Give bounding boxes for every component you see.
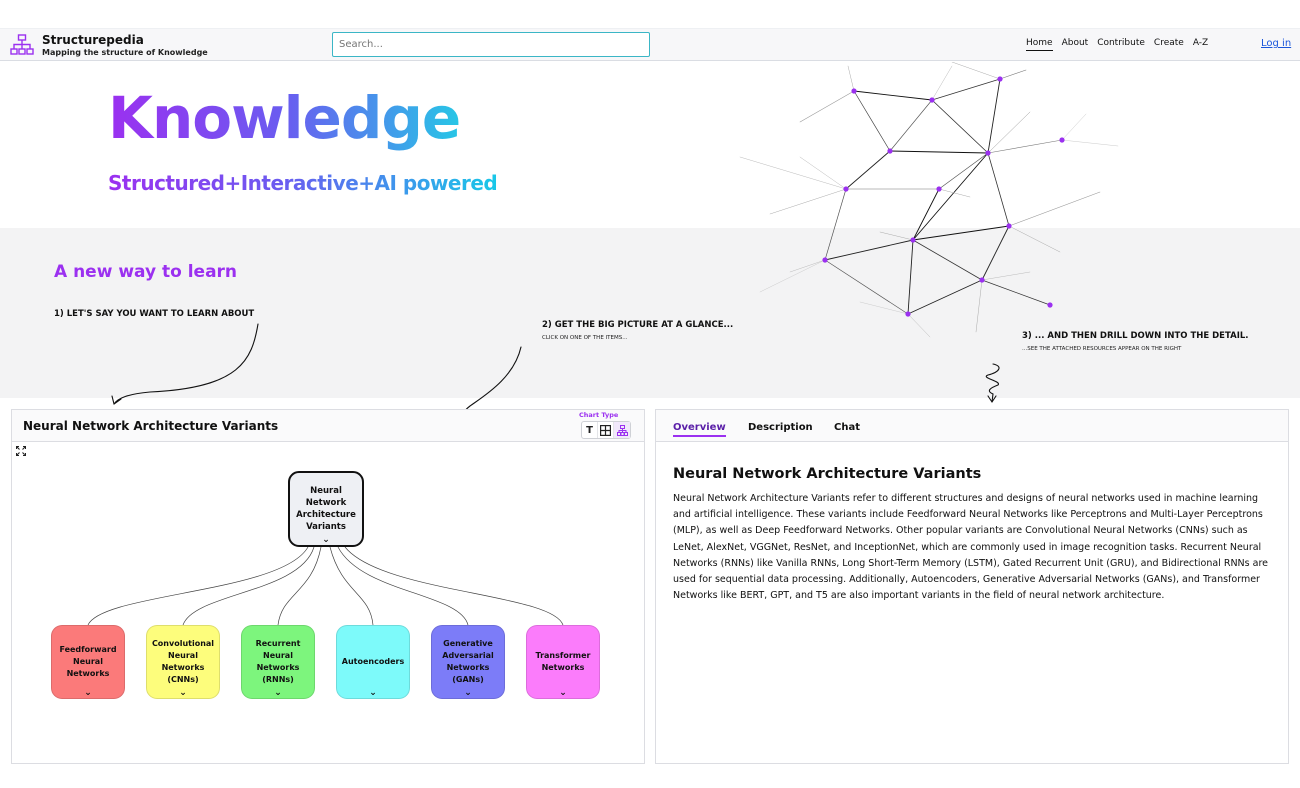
sitemap-logo-icon[interactable] <box>10 34 34 56</box>
nav-about[interactable]: About <box>1061 38 1089 48</box>
hero-title: Knowledge <box>108 84 461 152</box>
tree-root-node[interactable]: Neural Network Architecture Variants ⌄ <box>288 471 364 547</box>
detail-panel: Overview Description Chat Neural Network… <box>655 409 1289 764</box>
step-3-subtext: ...SEE THE ATTACHED RESOURCES APPEAR ON … <box>1022 346 1182 352</box>
node-label: Convolutional Neural Networks (CNNs) <box>151 639 215 684</box>
tree-node-cnn[interactable]: Convolutional Neural Networks (CNNs) ⌄ <box>146 625 220 699</box>
nav-a-z[interactable]: A-Z <box>1192 38 1209 48</box>
hero-subtitle: Structured+Interactive+AI powered <box>108 171 498 195</box>
step-2-subtext: CLICK ON ONE OF THE ITEMS... <box>542 335 628 341</box>
step-3-text: 3) ... AND THEN DRILL DOWN INTO THE DETA… <box>1022 331 1249 341</box>
brand-name[interactable]: Structurepedia <box>42 33 144 47</box>
top-navbar: Structurepedia Mapping the structure of … <box>0 28 1300 61</box>
node-label: Recurrent Neural Networks (RNNs) <box>255 639 301 684</box>
chevron-down-icon: ⌄ <box>322 535 330 545</box>
tab-description[interactable]: Description <box>748 422 813 433</box>
chart-type-label: Chart Type <box>579 411 619 419</box>
tab-overview[interactable]: Overview <box>673 422 726 437</box>
detail-tabs: Overview Description Chat <box>656 410 1288 442</box>
chart-type-text-button[interactable]: T <box>582 422 598 438</box>
node-label: Autoencoders <box>341 657 405 666</box>
tab-chat[interactable]: Chat <box>834 422 860 433</box>
expand-icon[interactable] <box>16 446 26 456</box>
node-label: Feedforward Neural Networks <box>59 645 117 678</box>
chart-type-grid-button[interactable] <box>598 422 614 438</box>
chevron-down-icon: ⌄ <box>464 688 472 698</box>
chevron-down-icon: ⌄ <box>179 688 187 698</box>
chevron-down-icon: ⌄ <box>274 688 282 698</box>
login-link[interactable]: Log in <box>1261 38 1292 49</box>
detail-title: Neural Network Architecture Variants <box>673 466 982 482</box>
step-1-text: 1) LET'S SAY YOU WANT TO LEARN ABOUT <box>54 309 255 319</box>
tree-chart: Neural Network Architecture Variants ⌄ F… <box>12 443 644 763</box>
chart-type-selector: T <box>581 421 631 439</box>
tree-icon <box>616 424 628 436</box>
main-nav: Home About Contribute Create A-Z <box>1026 38 1217 51</box>
chart-type-tree-button[interactable] <box>614 422 630 438</box>
node-label: Generative Adversarial Networks (GANs) <box>442 639 494 684</box>
chart-panel-title: Neural Network Architecture Variants <box>23 419 279 433</box>
step-2-text: 2) GET THE BIG PICTURE AT A GLANCE... <box>542 320 734 330</box>
brand-tagline: Mapping the structure of Knowledge <box>42 48 208 57</box>
chart-panel: Neural Network Architecture Variants Cha… <box>11 409 645 764</box>
chevron-down-icon: ⌄ <box>84 688 92 698</box>
nav-home[interactable]: Home <box>1026 38 1053 51</box>
tree-node-transformer[interactable]: Transformer Networks ⌄ <box>526 625 600 699</box>
tree-connectors <box>87 546 564 626</box>
network-graph-illustration <box>739 62 1119 338</box>
node-label: Transformer Networks <box>535 651 591 672</box>
tree-node-rnn[interactable]: Recurrent Neural Networks (RNNs) ⌄ <box>241 625 315 699</box>
tree-node-gan[interactable]: Generative Adversarial Networks (GANs) ⌄ <box>431 625 505 699</box>
detail-body: Neural Network Architecture Variants ref… <box>673 493 1268 602</box>
section-heading: A new way to learn <box>54 262 238 282</box>
tree-node-autoencoders[interactable]: Autoencoders ⌄ <box>336 625 410 699</box>
chevron-down-icon: ⌄ <box>559 688 567 698</box>
nav-create[interactable]: Create <box>1153 38 1184 48</box>
chart-panel-header: Neural Network Architecture Variants Cha… <box>12 410 644 442</box>
chevron-down-icon: ⌄ <box>369 688 377 698</box>
grid-icon <box>600 424 611 436</box>
nav-contribute[interactable]: Contribute <box>1097 38 1145 48</box>
search-input[interactable] <box>332 32 650 57</box>
root-node-label: Neural Network Architecture Variants <box>296 486 356 532</box>
tree-node-feedforward[interactable]: Feedforward Neural Networks ⌄ <box>51 625 125 699</box>
